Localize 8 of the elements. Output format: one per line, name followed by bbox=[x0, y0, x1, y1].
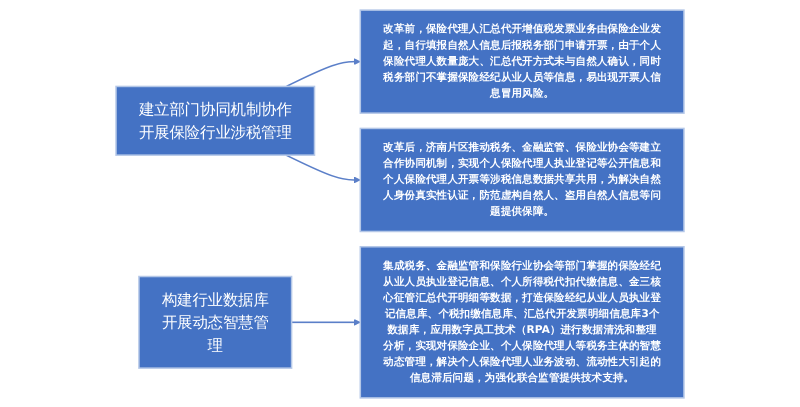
node-box: 改革前，保险代理人汇总代开增值税发票业务由保险企业发起，自行填报自然人信息后报税务部门申请开票，由于个人保险代理人数量庞大、汇总代开方式未与自然人确认，同时税务部门不掌握保险经纪从业人员等信息，易出现开票人信息冒用风险。 bbox=[360, 8, 685, 114]
node-box: 构建行业数据库开展动态智慧管理 bbox=[138, 275, 292, 368]
arrow bbox=[286, 58, 361, 87]
node-box: 改革后，济南片区推动税务、金融监管、保险业协会等建立合作协同机制，实现个人保险代理人执业登记等公开信息和个人保险代理人开票等涉税信息数据共享共用，为解决自然人身份真实性认证，防范虚构自然人、盗用自然人信息等问题提供保障。 bbox=[360, 127, 685, 232]
node-box: 建立部门协同机制协作开展保险行业涉税管理 bbox=[115, 85, 316, 156]
node-box: 集成税务、金融监管和保险行业协会等部门掌握的保险经纪从业人员执业登记信息、个人所得税代扣代缴信息、金三核心征管汇总代开明细等数据，打造保险经纪从业人员执业登记信息库、个税扣缴信息库、汇总代开发票明细信息库3个数据库，应用数字员工技术（RPA）进行数据清洗和整理分析，实现对保险企业、个人保险代理人等税务主体的智慧动态管理，解决个人保险代理人业务波动、流动性大引起的信息滞后问题，为强化联合监管提供技术支持。 bbox=[360, 245, 685, 398]
arrow bbox=[292, 318, 361, 326]
arrow bbox=[286, 154, 361, 183]
